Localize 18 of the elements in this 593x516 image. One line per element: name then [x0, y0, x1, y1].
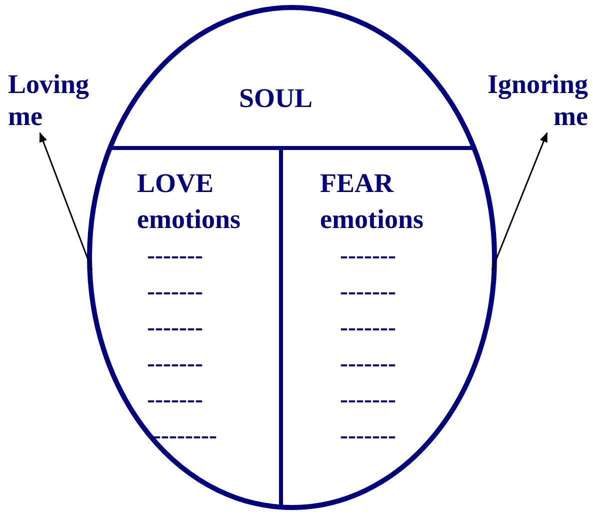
section-title: SOUL [239, 82, 314, 115]
placeholder-dashes: ------- [340, 278, 396, 307]
placeholder-dashes: -------- [153, 422, 217, 451]
placeholder-dashes: ------- [147, 386, 203, 415]
placeholder-dashes: ------- [340, 386, 396, 415]
placeholder-dashes: ------- [340, 314, 396, 343]
placeholder-dashes: ------- [340, 422, 396, 451]
placeholder-dashes: ------- [147, 242, 203, 271]
side-label: Ignoring me [462, 68, 588, 132]
placeholder-dashes: ------- [147, 314, 203, 343]
side-label: Loving me [8, 68, 118, 132]
placeholder-dashes: ------- [340, 350, 396, 379]
placeholder-dashes: ------- [147, 350, 203, 379]
arrow [491, 132, 548, 270]
placeholder-dashes: ------- [340, 242, 396, 271]
placeholder-dashes: ------- [147, 278, 203, 307]
section-heading: FEAR emotions [320, 167, 424, 236]
section-heading: LOVE emotions [137, 167, 242, 236]
